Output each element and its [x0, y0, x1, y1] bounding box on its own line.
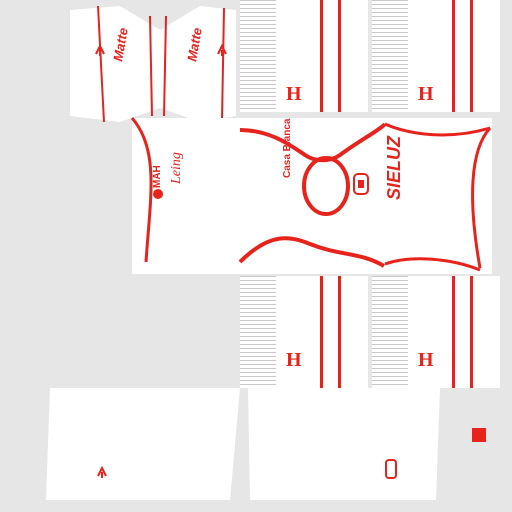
club-badge-small-icon — [153, 189, 163, 199]
kappa-logo-icon — [217, 43, 227, 56]
club-crest-icon — [353, 173, 369, 195]
front-sponsor-mah: MAH — [152, 165, 163, 188]
letter-h-icon: H — [418, 349, 434, 371]
kappa-logo-icon — [97, 465, 107, 478]
sleeve-sponsor-left: Matte — [110, 26, 131, 62]
front-sponsor-casa-blanca: Casa Blanca — [282, 118, 293, 178]
color-swatch-icon — [472, 428, 486, 442]
club-crest-icon — [385, 459, 397, 479]
letter-h-icon: H — [286, 83, 302, 105]
shorts-panel-top-left — [240, 0, 368, 112]
shorts-panel-bottom-left — [240, 276, 368, 388]
shorts-front-right — [248, 388, 440, 500]
collar-opening — [302, 156, 350, 216]
letter-h-icon: H — [418, 83, 434, 105]
letter-h-icon: H — [286, 349, 302, 371]
shirt-body — [130, 117, 492, 274]
kappa-logo-icon — [95, 43, 105, 56]
front-sponsor-sieluz: SIELUZ — [384, 135, 404, 200]
sleeve-right — [160, 6, 236, 122]
sleeve-sponsor-right: Matte — [184, 26, 205, 62]
front-sponsor-leing: Leing — [169, 152, 184, 185]
shorts-front-left — [46, 388, 240, 500]
shorts-panel-bottom-right — [372, 276, 500, 388]
shorts-panel-top-right — [372, 0, 500, 112]
sleeve-left — [70, 5, 160, 123]
